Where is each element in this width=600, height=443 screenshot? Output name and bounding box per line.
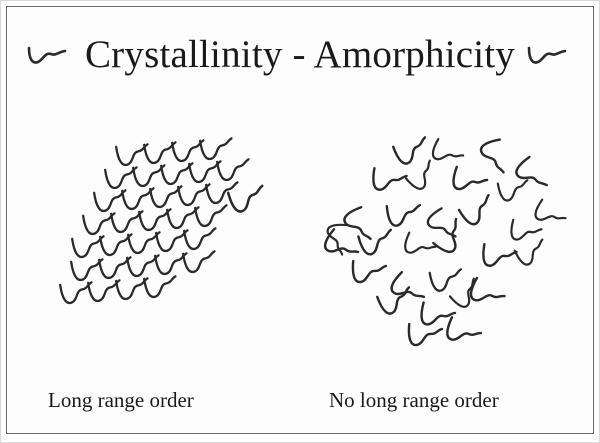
- polymer-chain-segment: [509, 220, 542, 245]
- polymer-chain-segment: [342, 207, 372, 245]
- polymer-chain-segment: [358, 228, 395, 256]
- polymer-chain-segment: [407, 324, 442, 347]
- polymer-chain-segment: [481, 244, 517, 270]
- polymer-chain-segment: [425, 208, 457, 245]
- polymer-chain-segment: [418, 302, 455, 330]
- polymer-chain-segment: [387, 203, 422, 226]
- polymer-chain-segment: [513, 157, 549, 196]
- polymer-chain-segment: [498, 178, 530, 201]
- polymer-chain-segment: [351, 261, 386, 284]
- polymer-chain-segment: [429, 139, 464, 170]
- caption-no-long-range-order: No long range order: [329, 388, 499, 412]
- polymer-chain-segment: [443, 317, 482, 349]
- polymer-chain-segment: [433, 218, 470, 256]
- polymer-chain-segment: [459, 193, 498, 227]
- polymer-chain-segment: [430, 267, 464, 292]
- polymer-chain-segment: [450, 277, 485, 310]
- polymer-chain-segment: [480, 140, 506, 176]
- polymer-chain-segment: [371, 168, 407, 194]
- polymer-chain-segment: [450, 167, 488, 197]
- polymer-chain-segment: [515, 238, 550, 267]
- polymer-chain-segment: [402, 233, 437, 262]
- polymer-chain-segment: [393, 136, 431, 166]
- polymer-chain-segment: [532, 200, 567, 232]
- polymer-chain-segment: [406, 159, 441, 192]
- polymer-chain-segment: [377, 286, 415, 316]
- caption-long-range-order: Long range order: [48, 388, 194, 412]
